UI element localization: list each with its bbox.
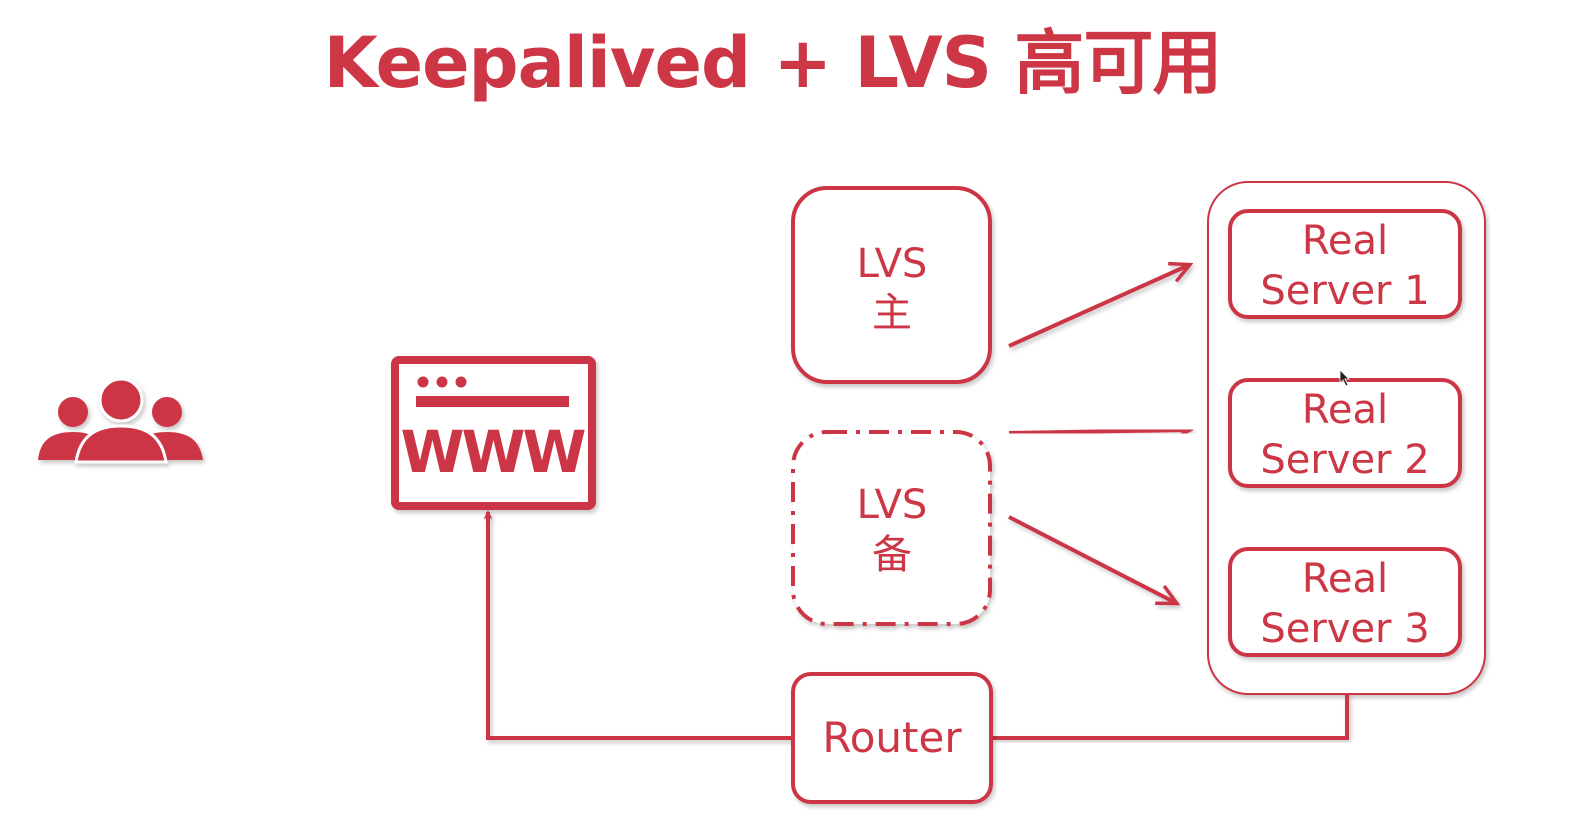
users-group-icon bbox=[38, 377, 203, 464]
diagram-title: Keepalived + LVS 高可用 bbox=[323, 22, 1223, 104]
lvs-backup-node bbox=[791, 430, 992, 626]
browser-window-icon: WWW bbox=[391, 356, 596, 510]
arrow-lvs-to-rs1 bbox=[1008, 265, 1189, 348]
arrow-lvs-to-rs2 bbox=[1008, 430, 1189, 433]
router-label: Router bbox=[822, 713, 962, 762]
real-server-3-line2: Server 3 bbox=[1260, 606, 1429, 652]
real-server-2-line1: Real bbox=[1302, 387, 1388, 433]
return-path-cluster-to-router bbox=[992, 694, 1349, 740]
lvs-master-node bbox=[791, 186, 992, 384]
lvs-master-label-line1: LVS bbox=[857, 241, 928, 287]
lvs-backup-label-line2: 备 bbox=[872, 532, 912, 578]
real-server-1-node bbox=[1228, 209, 1462, 319]
www-label: WWW bbox=[401, 418, 586, 486]
router-node bbox=[791, 672, 993, 804]
real-server-1-line2: Server 1 bbox=[1260, 268, 1429, 314]
real-server-3-node bbox=[1228, 547, 1462, 657]
real-server-3-line1: Real bbox=[1302, 556, 1388, 602]
lvs-master-label-line2: 主 bbox=[872, 290, 912, 336]
mouse-cursor-icon bbox=[1339, 369, 1350, 387]
arrow-lvs-to-rs3 bbox=[1008, 515, 1176, 603]
return-path-router-to-www bbox=[488, 512, 794, 740]
real-server-1-line1: Real bbox=[1302, 218, 1388, 264]
lvs-backup-label-line1: LVS bbox=[857, 482, 928, 528]
real-server-2-line2: Server 2 bbox=[1260, 437, 1429, 483]
